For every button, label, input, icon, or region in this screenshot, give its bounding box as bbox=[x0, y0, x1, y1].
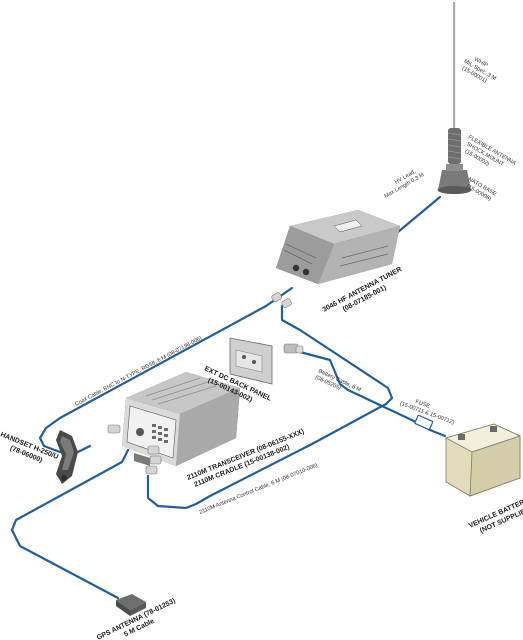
hv-lead-label: HV Lead, Max Length 0.3 M bbox=[384, 169, 426, 200]
tuner-cable-connectors bbox=[271, 292, 292, 309]
coax-to-transceiver-cable bbox=[76, 444, 92, 454]
handset bbox=[56, 430, 78, 484]
vehicle-battery-label: VEHICLE BATTERY (NOT SUPPLIED) bbox=[468, 497, 523, 535]
battery-cable bbox=[298, 350, 447, 438]
vehicle-battery bbox=[444, 423, 522, 497]
whip-antenna bbox=[437, 2, 472, 194]
ext-dc-back-panel bbox=[229, 337, 304, 385]
shock-mount-label: FLEXIBLE ANTENNA SHOCK MOUNT (15-00002) bbox=[463, 135, 517, 169]
handset-label: HANDSET H-250/U (78-06000) bbox=[0, 431, 59, 464]
gps-cable bbox=[10, 448, 130, 600]
antenna-tuner bbox=[276, 210, 400, 284]
whip-label: WHIP MIL-Spec. 3 M (15-00001) bbox=[461, 57, 498, 85]
cables bbox=[10, 195, 447, 600]
fuse-name: FUSE bbox=[414, 399, 430, 410]
battery-cable-label: Battery Cable, 6 M (08-05205) bbox=[314, 368, 362, 393]
nato-base-label: NATO BASE (15-00006) bbox=[465, 177, 497, 203]
gps-antenna bbox=[116, 594, 146, 616]
nato-base bbox=[438, 170, 471, 190]
antenna-control-cable bbox=[146, 304, 394, 510]
tuner-connector-control bbox=[302, 268, 310, 276]
transceiver-and-cradle bbox=[122, 372, 240, 466]
volume-knob bbox=[136, 428, 144, 436]
fuse bbox=[414, 414, 434, 431]
transceiver-cable-connectors bbox=[107, 424, 162, 475]
tuner-connector-rf bbox=[292, 264, 300, 272]
coax-cable bbox=[38, 286, 294, 454]
hv-lead-cable bbox=[396, 195, 442, 234]
